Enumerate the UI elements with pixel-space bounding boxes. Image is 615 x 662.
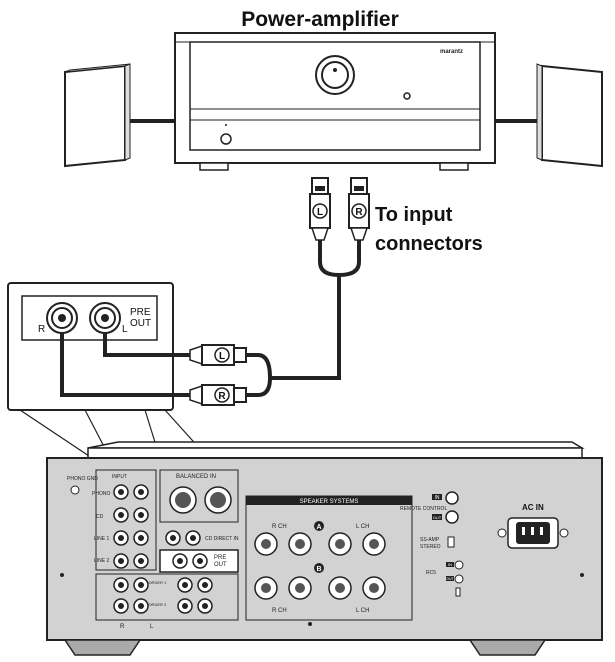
horizontal-y-cable	[246, 353, 273, 397]
remote-in-jack-icon	[445, 491, 459, 505]
cable-label-line2: connectors	[375, 233, 483, 255]
speaker-b-label: B	[316, 566, 321, 573]
cd-direct-in-label: CD DIRECT IN	[205, 536, 239, 542]
ac-in-label: AC IN	[522, 503, 544, 512]
speaker-b-badge-icon	[314, 563, 324, 573]
rc5-out-label: OUT	[446, 577, 454, 581]
balanced-in-section	[159, 469, 239, 523]
pre-out-zoom-panel: R L PRE OUT	[7, 282, 174, 411]
power-amplifier: marantz	[174, 32, 496, 171]
zoom-l-label: L	[122, 324, 128, 335]
zoom-pre-label: PRE	[130, 307, 151, 318]
power-amp-brand: marantz	[440, 49, 463, 55]
cable-l-zoom	[103, 333, 190, 357]
left-speaker	[64, 63, 131, 168]
plug-left-badge-icon	[312, 203, 328, 219]
speaker-l-ch-bottom: L CH	[356, 608, 369, 614]
remote-control-label: REMOTE CONTROL	[400, 506, 447, 512]
speaker-systems-label: SPEAKER SYSTEMS	[300, 499, 359, 505]
input-label: INPUT	[112, 474, 127, 480]
rear-out-label: OUT	[214, 562, 227, 568]
plug-right-h-label: R	[218, 391, 226, 402]
rc5-out-jack-icon	[454, 574, 464, 584]
line2-label: LINE 2	[94, 558, 110, 564]
main-rca-cable	[270, 240, 361, 380]
recorder-section	[95, 573, 239, 621]
input-jacks	[113, 484, 149, 569]
plug-left-label: L	[317, 207, 323, 218]
zoom-out-label: OUT	[130, 318, 151, 329]
speaker-l-ch-top: L CH	[356, 524, 369, 530]
bottom-r-label: R	[120, 624, 125, 630]
remote-out-label: OUT	[433, 515, 442, 520]
speaker-terminals-b	[254, 576, 386, 600]
phono-label: PHONO	[92, 491, 110, 497]
rca-plug-right-horizontal: R	[189, 384, 247, 406]
rc5-label: RC5	[426, 570, 436, 576]
speaker-r-ch-top: R CH	[272, 524, 287, 530]
power-amp-indicator-icon	[403, 92, 411, 100]
line1-label: LINE 1	[94, 536, 110, 542]
plug-left-h-label: L	[219, 351, 225, 362]
plug-right-badge-icon	[351, 203, 367, 219]
speaker-r-ch-bottom: R CH	[272, 608, 287, 614]
bottom-l-label: L	[150, 624, 154, 630]
diagram-title: Power-amplifier	[241, 8, 399, 31]
input-section	[95, 469, 157, 571]
power-button-icon	[220, 133, 232, 145]
cable-r-zoom	[60, 333, 190, 397]
rca-plug-left-horizontal: L	[189, 344, 247, 366]
recorder1-label: RECORDER 1	[140, 580, 167, 585]
right-speaker	[536, 63, 603, 168]
plug-right-label: R	[355, 207, 363, 218]
rca-plug-right-top: R	[348, 177, 370, 241]
ss-amp-switch	[447, 536, 455, 548]
ss-amp-label: SS-AMP	[420, 537, 440, 543]
cd-label: CD	[96, 514, 104, 520]
rear-pre-label: PRE	[214, 555, 226, 561]
rc5-in-jack-icon	[454, 560, 464, 570]
ac-inlet-icon	[497, 517, 569, 549]
recorder2-label: RECORDER 2	[140, 602, 167, 607]
zoom-r-label: R	[38, 324, 45, 335]
remote-in-label: IN	[435, 495, 440, 501]
recorder-jacks	[113, 577, 213, 614]
rc5-in-label: IN	[448, 562, 452, 567]
cable-label-line1: To input	[375, 204, 453, 226]
speaker-terminals-a	[254, 532, 386, 556]
speaker-a-badge-icon	[314, 521, 324, 531]
rca-plug-left-top: L	[309, 177, 331, 241]
remote-out-jack-icon	[445, 510, 459, 524]
phono-gnd-terminal-icon	[70, 485, 80, 495]
balanced-in-label: BALANCED IN	[176, 474, 216, 480]
stereo-label: STEREO	[420, 544, 441, 550]
speaker-a-label: A	[316, 524, 321, 531]
phono-gnd-label: PHONO GND	[67, 476, 98, 482]
